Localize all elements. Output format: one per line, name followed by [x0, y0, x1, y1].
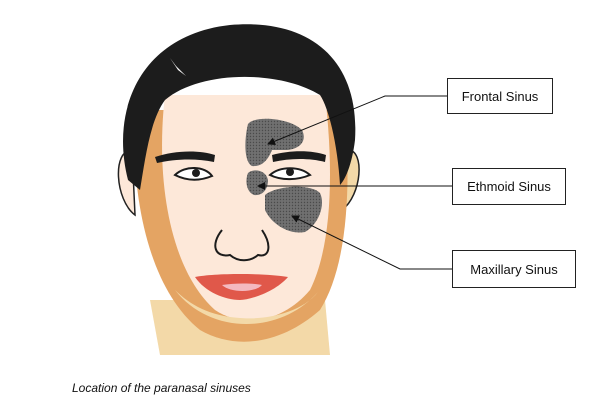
figure-caption: Location of the paranasal sinuses: [72, 381, 251, 395]
face: [162, 95, 330, 321]
maxillary-leader-line: [291, 215, 452, 270]
nose: [214, 229, 270, 262]
maxillary-sinus-label: Maxillary Sinus: [452, 250, 576, 288]
frontal-sinus-label: Frontal Sinus: [447, 78, 553, 114]
ethmoid-sinus-label: Ethmoid Sinus: [452, 168, 566, 205]
frontal-leader-line: [267, 95, 447, 146]
right-eyebrow: [272, 151, 326, 162]
chin-highlight: [175, 290, 318, 325]
maxillary-sinus: [265, 186, 323, 233]
teeth: [222, 283, 262, 291]
hair: [123, 24, 356, 191]
left-eyebrow: [155, 151, 215, 163]
